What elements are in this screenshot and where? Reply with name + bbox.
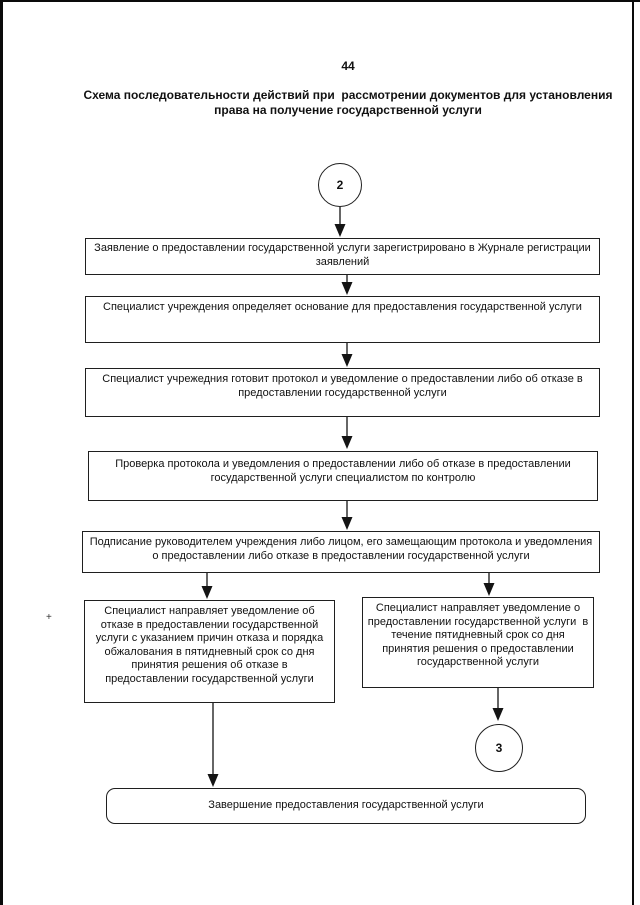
- arrow-step4-to-step5: [341, 501, 353, 530]
- page-title: Схема последовательности действий при ра…: [83, 88, 616, 117]
- page-number: 44: [341, 59, 355, 73]
- flow-step-determine-basis: Специалист учреждения определяет основан…: [85, 296, 600, 343]
- page-border-left: [0, 0, 3, 905]
- connector-circle-3: 3: [475, 724, 523, 772]
- flow-branch-grant-notice: Специалист направляет уведомление о пред…: [362, 597, 594, 688]
- flow-step-completion: Завершение предоставления государственно…: [106, 788, 586, 824]
- flow-step-registration: Заявление о предоставлении государственн…: [85, 238, 600, 275]
- flow-step-prepare-protocol: Специалист учрежедния готовит протокол и…: [85, 368, 600, 417]
- arrow-step5-to-branch-left: [201, 573, 213, 599]
- arrow-branch-left-to-final: [207, 703, 219, 787]
- flow-step-control-check: Проверка протокола и уведомления о предо…: [88, 451, 598, 501]
- arrow-branch-right-to-circle3: [492, 688, 504, 721]
- page-border-right: [632, 0, 634, 905]
- scan-artifact-plus: +: [46, 612, 52, 623]
- arrow-step3-to-step4: [341, 417, 353, 449]
- connector-circle-2: 2: [318, 163, 362, 207]
- arrow-circle2-to-step1: [334, 207, 346, 237]
- arrow-step5-to-branch-right: [483, 573, 495, 596]
- flow-step-signing: Подписание руководителем учреждения либо…: [82, 531, 600, 573]
- arrow-step1-to-step2: [341, 275, 353, 295]
- flow-branch-refusal-notice: Специалист направляет уведомление об отк…: [84, 600, 335, 703]
- arrow-step2-to-step3: [341, 343, 353, 367]
- page-border-top: [0, 0, 640, 2]
